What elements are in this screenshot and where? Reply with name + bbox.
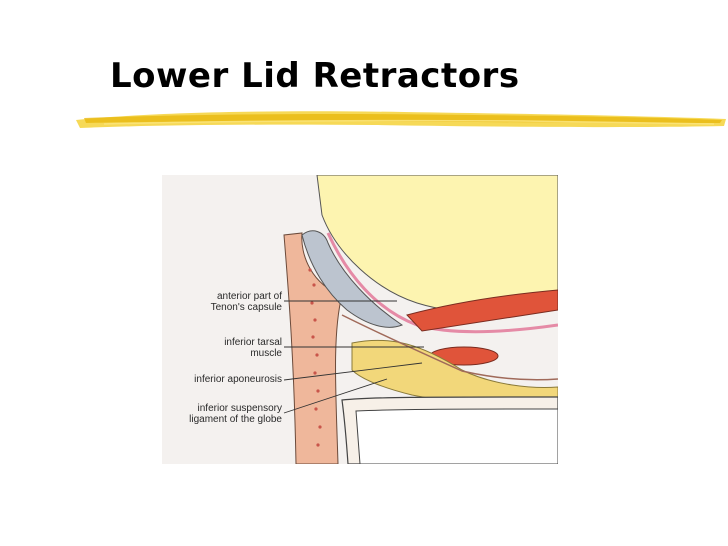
label-anterior-tenons-capsule: anterior part of Tenon's capsule <box>210 291 282 313</box>
anatomy-figure: anterior part of Tenon's capsule inferio… <box>162 175 558 464</box>
orbicularis-muscle <box>308 268 322 447</box>
title-underline-brushstroke <box>76 111 726 128</box>
label-inferior-tarsal-muscle: inferior tarsal muscle <box>224 337 282 359</box>
retractor-fibres <box>341 314 558 381</box>
inferior-rectus-muscle <box>406 289 558 332</box>
eyelid-skin <box>283 232 343 464</box>
label-inferior-aponeurosis: inferior aponeurosis <box>194 374 282 385</box>
label-leader-lines <box>283 300 424 414</box>
label-inferior-suspensory-ligament: inferior suspensory ligament of the glob… <box>189 403 282 425</box>
slide-title: Lower Lid Retractors <box>110 56 520 96</box>
tarsus <box>301 230 404 328</box>
lower-lid-cross-section <box>162 175 558 464</box>
orbital-floor <box>355 408 558 464</box>
